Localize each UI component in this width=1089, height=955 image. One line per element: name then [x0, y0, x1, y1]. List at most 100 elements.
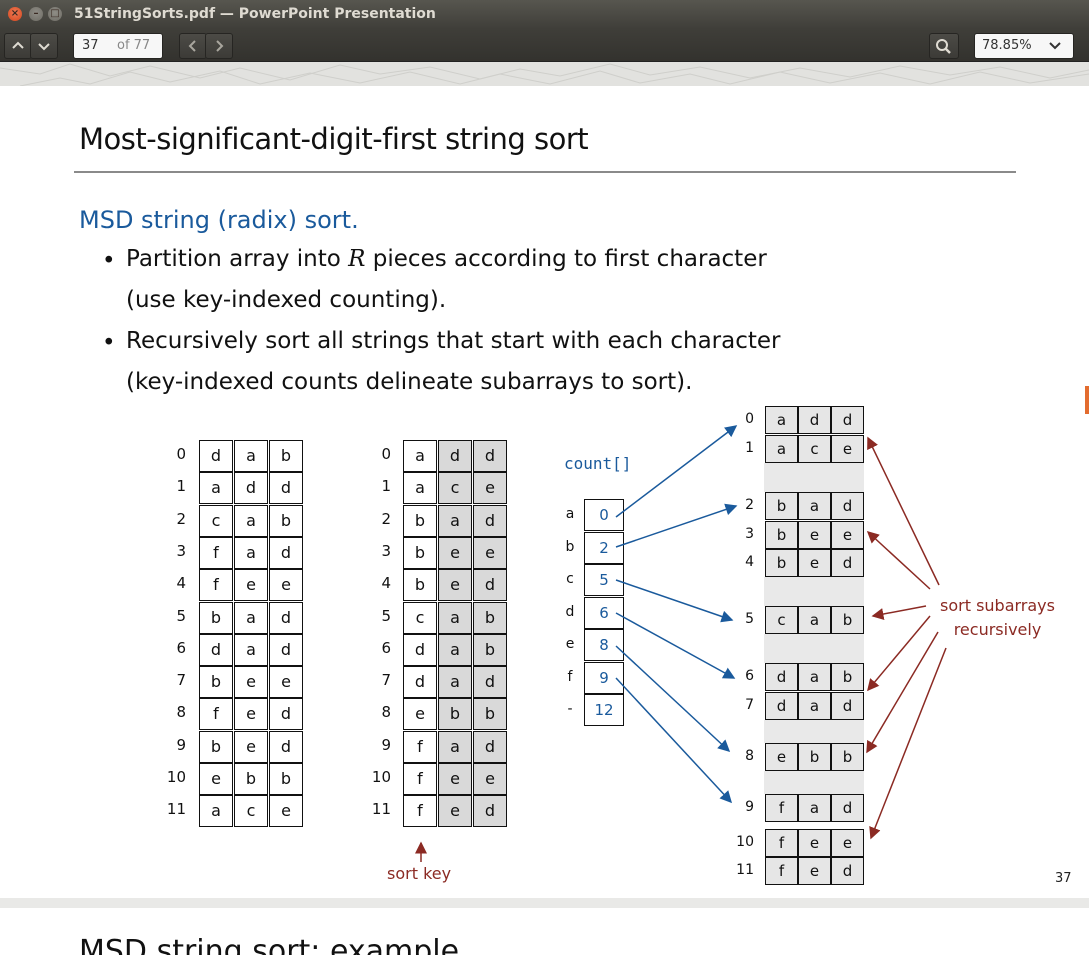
search-button[interactable]: [929, 33, 959, 59]
toolbar: 37 of 77 78.85%: [0, 29, 1089, 62]
array-cell: a: [438, 633, 472, 666]
array-cell: d: [269, 698, 303, 731]
page-texture: [0, 63, 1089, 86]
subarray-cell: f: [765, 794, 798, 822]
subarray-cell: f: [765, 829, 798, 857]
array-cell: f: [199, 698, 233, 731]
array-cell: d: [199, 440, 233, 472]
row-index: 3: [381, 541, 391, 560]
array-cell: d: [473, 504, 507, 537]
array-cell: b: [199, 730, 233, 763]
array-cell: b: [473, 601, 507, 634]
subarray-gap: [764, 463, 864, 492]
subarray-cell: a: [798, 663, 831, 691]
subarray-cell: a: [798, 794, 831, 822]
zoom-select[interactable]: 78.85%: [974, 33, 1074, 59]
array-cell: e: [234, 569, 268, 602]
array-cell: d: [403, 633, 437, 666]
array-cell: a: [403, 472, 437, 505]
array-cell: b: [199, 666, 233, 699]
bullet-dot: •: [102, 330, 116, 356]
array-cell: e: [269, 795, 303, 828]
array-cell: b: [403, 569, 437, 602]
array-cell: d: [269, 730, 303, 763]
next-page-button[interactable]: [30, 33, 58, 59]
array-cell: d: [473, 666, 507, 699]
array-cell: a: [199, 795, 233, 828]
subarray-cell: e: [765, 743, 798, 771]
count-row-label: b: [565, 538, 575, 555]
subarray-cell: d: [831, 549, 864, 577]
slide-title: Most-significant-digit-first string sort: [79, 122, 589, 156]
count-cell: 9: [584, 661, 624, 694]
page-number-input[interactable]: 37 of 77: [73, 33, 163, 59]
array-cell: f: [403, 795, 437, 828]
previous-page-button[interactable]: [4, 33, 32, 59]
array-cell: c: [199, 504, 233, 537]
sort-key-label: sort key: [387, 864, 452, 883]
maximize-window-button[interactable]: □: [48, 7, 62, 21]
count-row-label: a: [565, 506, 575, 522]
subarray-cell: e: [798, 857, 831, 885]
array-cell: e: [234, 698, 268, 731]
close-window-button[interactable]: ×: [8, 7, 22, 21]
array-cell: a: [438, 730, 472, 763]
bullet-dot: •: [102, 248, 116, 274]
diagram-arrows: [415, 425, 947, 862]
array-cell: b: [403, 536, 437, 569]
array-cell: f: [403, 763, 437, 795]
current-page: 37: [82, 38, 99, 53]
subarray-cell: f: [765, 857, 798, 885]
count-row-label: e: [565, 636, 575, 652]
row-index: 3: [745, 526, 754, 542]
page-gap: [0, 898, 1089, 908]
array-cell: d: [234, 472, 268, 505]
row-index: 7: [381, 671, 391, 690]
array-cell: e: [473, 763, 507, 795]
window-title: 51StringSorts.pdf — PowerPoint Presentat…: [74, 6, 436, 22]
subarray-cell: b: [831, 606, 864, 634]
row-index: 10: [166, 768, 186, 786]
subarray-cell: c: [798, 435, 831, 463]
subarray-gap: [764, 720, 864, 743]
array-cell: b: [199, 601, 233, 634]
row-index: 1: [176, 477, 186, 496]
subarray-gap: [764, 771, 864, 794]
array-cell: e: [269, 569, 303, 602]
minimize-window-button[interactable]: –: [29, 7, 43, 21]
row-index: 3: [176, 541, 186, 560]
row-index: 2: [176, 509, 186, 528]
array-cell: a: [438, 601, 472, 634]
array-cell: d: [269, 472, 303, 505]
history-back-button[interactable]: [179, 33, 207, 59]
history-forward-button[interactable]: [205, 33, 233, 59]
count-row-label: f: [567, 668, 573, 685]
array-cell: e: [473, 536, 507, 569]
array-cell: b: [438, 698, 472, 731]
maximize-icon: □: [50, 8, 60, 19]
subarray-cell: e: [798, 829, 831, 857]
subarray-gap: [764, 577, 864, 606]
row-index: 5: [745, 611, 754, 627]
bullet-1-line-2: (use key-indexed counting).: [126, 287, 447, 313]
subarray-cell: b: [831, 663, 864, 691]
row-index: 6: [381, 638, 391, 657]
row-index: 6: [176, 638, 186, 657]
subarray-cell: e: [831, 435, 864, 463]
subarray-cell: b: [765, 521, 798, 549]
array-cell: f: [199, 569, 233, 602]
count-cell: 8: [584, 629, 624, 661]
subarray-cell: d: [765, 692, 798, 720]
row-index: 1: [745, 440, 754, 456]
chevron-left-icon: [188, 40, 196, 52]
row-index: 6: [745, 668, 754, 684]
array-cell: e: [234, 730, 268, 763]
chevron-down-icon: [38, 43, 50, 51]
count-row-label: -: [567, 701, 573, 717]
recursion-arrows: [866, 436, 947, 840]
row-index: 5: [176, 606, 186, 625]
array-cell: b: [269, 440, 303, 472]
subarray-cell: a: [765, 435, 798, 463]
next-slide-page: MSD string sort: example: [0, 908, 1089, 955]
count-cell: 0: [584, 499, 624, 531]
